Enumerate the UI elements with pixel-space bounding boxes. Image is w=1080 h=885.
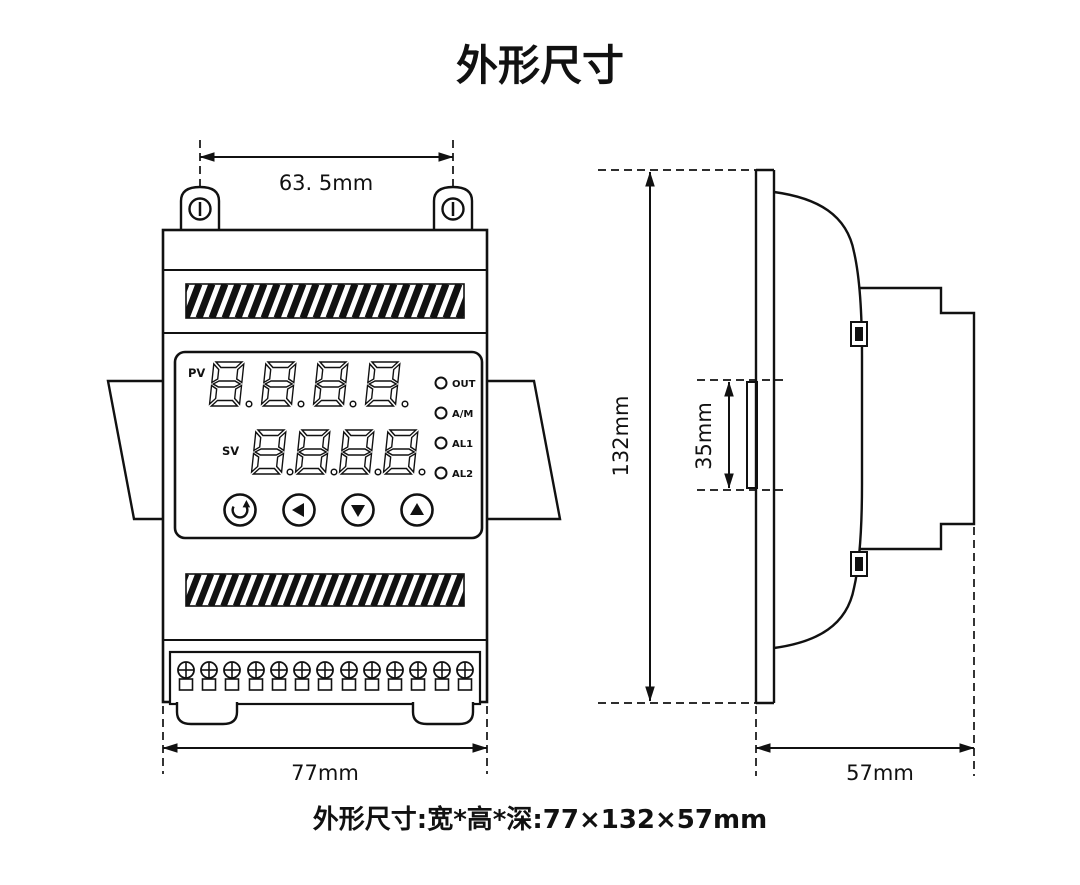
button-up [400,493,434,527]
led-out: OUT [434,376,476,390]
led-am: A/M [434,406,473,420]
keypad [223,493,434,527]
terminal-housing-profile [860,286,976,551]
side-view: 132mm 35mm [598,168,976,785]
din-rail-left [106,379,163,521]
button-down [341,493,375,527]
dim-height: 132mm [598,169,756,704]
dim-rail-section: 35mm [692,379,784,491]
front-curve [773,190,864,650]
led-lamp [434,466,448,480]
terminal-screw [456,661,474,691]
led-lamp [434,406,448,420]
led-label: A/M [452,409,473,420]
mounting-ear-left [179,185,221,231]
decimal-point [401,400,409,408]
terminal-screw [433,661,451,691]
terminal-screw [363,661,381,691]
decimal-point [245,400,253,408]
button-left [282,493,316,527]
foot-right [411,702,475,726]
sv-label: SV [222,444,239,458]
button-set [223,493,257,527]
button-ring [223,493,257,527]
terminal-screw [223,661,241,691]
terminal-screw [270,661,288,691]
display-panel: PV SV [173,350,484,540]
down-arrow-icon [351,505,365,517]
top-vent-louvers [185,283,465,319]
terminal-screw [293,661,311,691]
terminal-screw [247,661,265,691]
mounting-ear-right [432,185,474,231]
dimension-label: 35mm [692,402,716,470]
led-label: OUT [452,379,476,390]
led-al2: AL2 [434,466,473,480]
led-indicators: OUT A/M AL1 AL2 [434,376,476,480]
terminal-block [168,650,482,706]
decimal-point [330,468,338,476]
terminal-screw [316,661,334,691]
terminal-screw [386,661,404,691]
dim-mount-hole-spacing: 63. 5mm [199,140,454,224]
led-lamp [434,376,448,390]
loop-arrow-icon [231,500,251,519]
front-view: 63. 5mm PV [106,140,562,785]
dimension-label: 57mm [846,761,914,785]
caption: 外形尺寸:宽*高*深:77×132×57mm [313,804,767,835]
decimal-point [418,468,426,476]
terminal-screw [409,661,427,691]
pv-label: PV [188,366,205,380]
side-profile [746,168,976,705]
led-label: AL1 [452,439,473,450]
din-rail-right [487,379,562,521]
decimal-point [286,468,294,476]
dimension-label: 132mm [609,396,633,477]
led-al1: AL1 [434,436,473,450]
foot-left [175,702,239,726]
rail-clip-upper [850,321,868,347]
dim-depth: 57mm [755,527,975,785]
bottom-vent-louvers [185,573,465,607]
dim-width: 77mm [162,706,488,785]
terminal-screw [177,661,195,691]
led-label: AL2 [452,469,473,480]
decimal-point [374,468,382,476]
up-arrow-icon [410,503,424,515]
decimal-point [297,400,305,408]
terminal-screw [340,661,358,691]
dimension-label: 77mm [291,761,359,785]
page-title: 外形尺寸 [456,41,624,90]
decimal-point [349,400,357,408]
led-lamp [434,436,448,450]
terminal-screw [200,661,218,691]
left-arrow-icon [292,503,304,517]
rail-clip-lower [850,551,868,577]
dimension-label: 63. 5mm [279,171,373,195]
